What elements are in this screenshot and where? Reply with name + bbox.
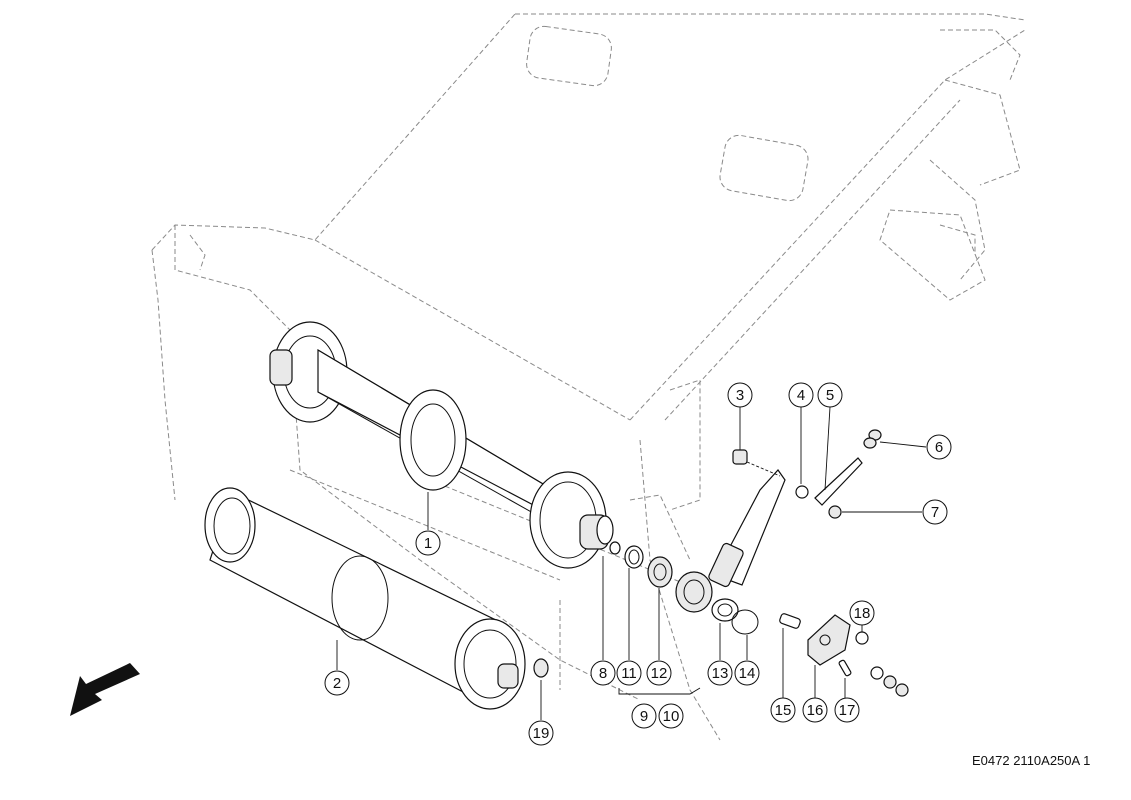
callout-4-circle (788, 382, 814, 408)
bearing-stack (609, 541, 759, 635)
callout-13-label: 13 (712, 665, 729, 682)
callout-11-circle (616, 660, 642, 686)
callout-16-label: 16 (807, 702, 824, 719)
callout-10: 10 (658, 703, 684, 729)
callout-13-circle (707, 660, 733, 686)
callout-4-label: 4 (797, 387, 805, 404)
callout-17-label: 17 (839, 702, 856, 719)
callout-19-label: 19 (533, 725, 550, 742)
callout-19: 19 (528, 720, 554, 746)
callout-7-label: 7 (931, 504, 939, 521)
callout-9-circle (631, 703, 657, 729)
callout-7-circle (922, 499, 948, 525)
roller-tube (204, 487, 526, 710)
callout-15-circle (770, 697, 796, 723)
callout-18-label: 18 (854, 605, 871, 622)
callout-14-circle (734, 660, 760, 686)
leader-lines (336, 406, 927, 720)
shaft-with-discs (269, 321, 614, 569)
callout-8-circle (590, 660, 616, 686)
drawing-code: E0472 2110A250A 1 (972, 753, 1091, 768)
callout-8: 8 (590, 660, 616, 686)
callout-10-circle (658, 703, 684, 729)
callout-9: 9 (631, 703, 657, 729)
callout-17: 17 (834, 697, 860, 723)
callout-16: 16 (802, 697, 828, 723)
tension-lever (708, 429, 882, 588)
callout-11: 11 (616, 660, 642, 686)
callout-1: 1 (415, 530, 441, 556)
callout-1-label: 1 (424, 535, 432, 552)
callout-5-label: 5 (826, 387, 834, 404)
arrow-down-left-icon (70, 663, 140, 716)
callout-14: 14 (734, 660, 760, 686)
callout-10-label: 10 (663, 708, 680, 725)
callout-12-circle (646, 660, 672, 686)
callout-3: 3 (727, 382, 753, 408)
bracket-assembly (779, 613, 909, 697)
callout-2-label: 2 (333, 675, 341, 692)
callout-4: 4 (788, 382, 814, 408)
callout-17-circle (834, 697, 860, 723)
callout-18: 18 (849, 600, 875, 626)
callout-2: 2 (324, 670, 350, 696)
callout-16-circle (802, 697, 828, 723)
callout-14-label: 14 (739, 665, 756, 682)
callout-12-label: 12 (651, 665, 668, 682)
callout-13: 13 (707, 660, 733, 686)
callout-7: 7 (922, 499, 948, 525)
callout-5-circle (817, 382, 843, 408)
callout-3-circle (727, 382, 753, 408)
callout-15-label: 15 (775, 702, 792, 719)
small-cap (533, 658, 549, 678)
callout-8-label: 8 (599, 665, 607, 682)
callout-2-circle (324, 670, 350, 696)
callout-19-circle (528, 720, 554, 746)
callout-18-circle (849, 600, 875, 626)
callout-5: 5 (817, 382, 843, 408)
callout-12: 12 (646, 660, 672, 686)
callout-1-circle (415, 530, 441, 556)
callout-3-label: 3 (736, 387, 744, 404)
callout-11-label: 11 (621, 665, 637, 682)
callout-6-circle (926, 434, 952, 460)
machine-frame-outline (151, 13, 1026, 741)
callout-6-label: 6 (935, 439, 943, 456)
callout-6: 6 (926, 434, 952, 460)
callout-9-label: 9 (640, 708, 648, 725)
callout-15: 15 (770, 697, 796, 723)
